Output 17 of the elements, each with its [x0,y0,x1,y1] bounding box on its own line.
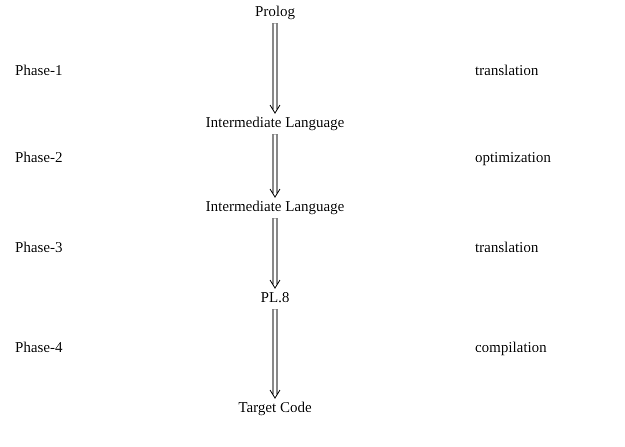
phase-label: Phase-4 [15,339,62,357]
node-text: Target Code [236,399,314,417]
step-label: translation [475,239,538,257]
step-label: translation [475,62,538,80]
phase-label: Phase-3 [15,239,62,257]
double-arrow [270,218,280,288]
phase-label: Phase-2 [15,149,62,167]
double-arrow [270,134,280,198]
double-arrow [270,308,280,398]
step-label: optimization [475,149,551,167]
phase-label: Phase-1 [15,62,62,80]
node-text: Intermediate Language [204,114,346,132]
double-arrow [270,22,280,114]
node-text: Intermediate Language [204,198,346,216]
node-text: PL.8 [258,289,292,307]
step-label: compilation [475,339,547,357]
node-text: Prolog [253,3,297,21]
